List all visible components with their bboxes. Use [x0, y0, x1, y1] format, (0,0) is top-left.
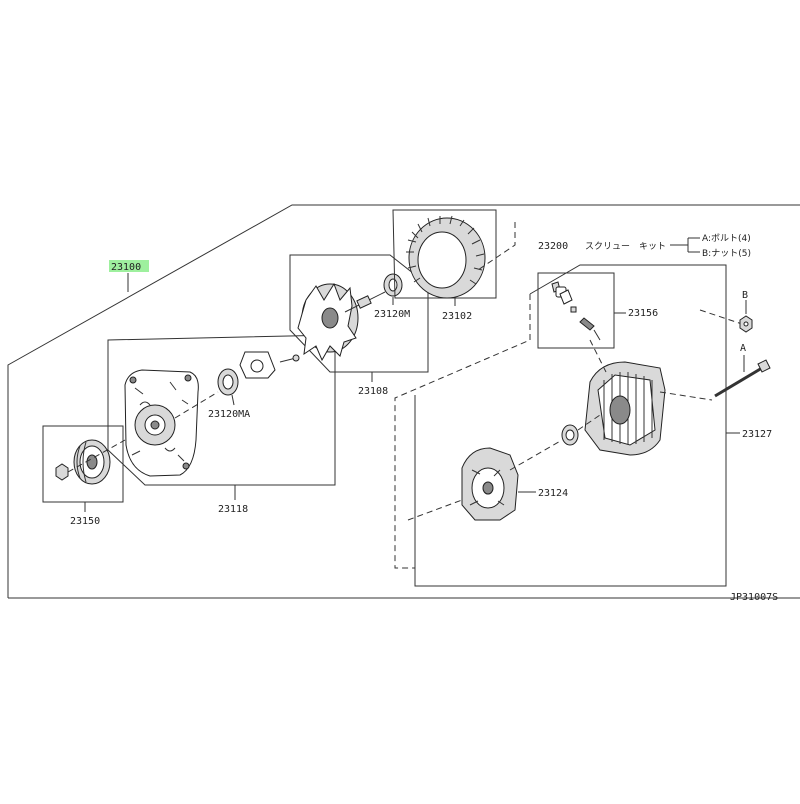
rear-cover-part — [461, 447, 519, 521]
kit-name-label: スクリュー キット — [585, 241, 666, 252]
part-label-23118[interactable]: 23118 — [218, 504, 248, 515]
group-box-23118 — [107, 334, 336, 486]
group-box-23156 — [537, 272, 615, 349]
part-label-23108[interactable]: 23108 — [358, 386, 388, 397]
outer-frame — [7, 204, 800, 599]
front-housing-part — [124, 369, 199, 477]
group-box-23150 — [42, 425, 124, 503]
part-label-23150[interactable]: 23150 — [70, 516, 100, 527]
pulley-part — [55, 439, 111, 485]
group-box-23102 — [392, 209, 497, 299]
nut-part — [739, 315, 753, 333]
part-label-23120ma[interactable]: 23120MA — [208, 409, 250, 420]
rear-housing-part — [584, 361, 666, 456]
screw-kit-legend: 23200 スクリュー キット A:ボルト(4) B:ナット(5) — [538, 233, 751, 259]
stator-part — [406, 215, 486, 299]
kit-item-a: A:ボルト(4) — [702, 233, 751, 244]
seal-ring — [561, 424, 579, 446]
part-label-23120m[interactable]: 23120M — [374, 309, 410, 320]
assembly-callout[interactable]: 23100 — [109, 260, 149, 292]
kit-ref-label[interactable]: 23200 — [538, 241, 568, 252]
assembly-ref-label[interactable]: 23100 — [111, 262, 141, 273]
retainer-plate — [239, 351, 300, 379]
drawing-code: JP31007S — [730, 592, 778, 603]
group-box-23108 — [289, 254, 429, 373]
brush-holder-parts — [551, 281, 601, 341]
marker-a: A — [740, 343, 746, 354]
rotor-part — [297, 282, 386, 362]
kit-item-b: B:ナット(5) — [702, 248, 751, 259]
group-box-23127 — [414, 264, 727, 587]
part-label-23127[interactable]: 23127 — [742, 429, 772, 440]
through-bolt — [714, 359, 771, 398]
part-label-23156[interactable]: 23156 — [628, 308, 658, 319]
bearing-23120m — [383, 273, 403, 297]
bearing-23120ma — [217, 368, 239, 396]
part-label-23102[interactable]: 23102 — [442, 311, 472, 322]
part-label-23124[interactable]: 23124 — [538, 488, 568, 499]
marker-b: B — [742, 290, 748, 301]
